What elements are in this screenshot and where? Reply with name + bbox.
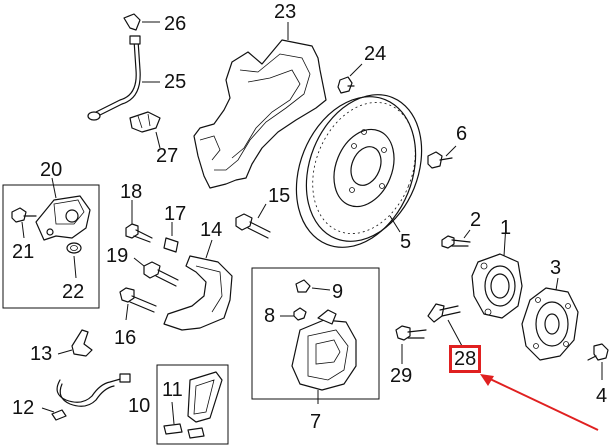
part-26-clip	[123, 13, 160, 31]
callout-21: 21	[12, 241, 35, 263]
part-24-bolt	[337, 63, 363, 94]
part-20-sensor-group	[11, 177, 91, 279]
part-16-guide-pin	[119, 287, 157, 321]
callout-22: 22	[62, 281, 85, 303]
callout-16: 16	[114, 327, 137, 349]
callout-1: 1	[500, 217, 512, 239]
callout-11: 11	[162, 379, 183, 401]
part-13-clip	[57, 329, 93, 357]
callout-18: 18	[120, 181, 143, 203]
part-27-bracket	[129, 111, 161, 149]
callout-27: 27	[156, 145, 179, 167]
part-23-dust-shield	[193, 22, 327, 189]
part-11-brake-pads	[163, 371, 223, 439]
part-4-hub-bolt	[587, 343, 609, 380]
part-2-bolt	[441, 229, 471, 249]
callout-13: 13	[30, 343, 53, 365]
callout-17: 17	[164, 203, 187, 225]
part-17-bushing	[163, 222, 179, 253]
callout-2: 2	[470, 209, 482, 231]
part-14-caliper-bracket	[163, 239, 233, 331]
callout-14: 14	[200, 219, 223, 241]
callout-23: 23	[274, 1, 297, 23]
callout-3: 3	[550, 257, 562, 279]
part-29-bolt	[395, 325, 427, 364]
part-15-bolt	[235, 203, 271, 239]
callout-28: 28	[448, 345, 482, 373]
callout-6: 6	[456, 123, 468, 145]
callout-26: 26	[164, 13, 187, 35]
part-1-wheel-bearing	[471, 223, 523, 319]
group-box-20	[2, 184, 100, 309]
callout-25: 25	[164, 71, 187, 93]
part-25-sensor-harness	[87, 35, 160, 121]
highlight-arrow	[480, 374, 599, 431]
part-28-sensor	[427, 303, 463, 347]
part-18-bolt	[125, 200, 153, 243]
part-19-guide-pin	[133, 257, 179, 287]
callout-12: 12	[12, 397, 35, 419]
callout-29: 29	[390, 365, 413, 387]
part-3-hub	[521, 277, 579, 361]
callout-8: 8	[264, 305, 276, 327]
callout-4: 4	[596, 385, 608, 407]
callout-7: 7	[310, 411, 322, 433]
callout-9: 9	[332, 281, 344, 303]
callout-20: 20	[40, 159, 63, 181]
group-box-10	[156, 364, 229, 445]
part-6-bolt	[427, 145, 457, 169]
callout-5: 5	[400, 231, 412, 253]
part-12-wear-sensor-wire	[41, 373, 131, 421]
callout-19: 19	[106, 245, 129, 267]
group-box-7	[251, 267, 380, 400]
callout-10: 10	[128, 395, 151, 417]
callout-24: 24	[364, 43, 387, 65]
part-7-caliper-group	[280, 279, 357, 404]
part-5-brake-rotor	[295, 94, 423, 248]
callout-15: 15	[268, 185, 291, 207]
